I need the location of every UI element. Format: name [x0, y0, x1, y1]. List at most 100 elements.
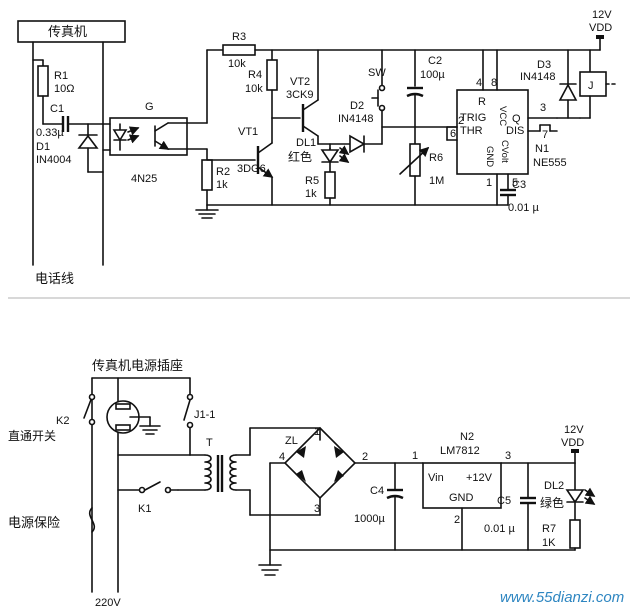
transistor-vt1: VT1 3DG6: [206, 117, 274, 206]
capacitor-c3: C3 0.01 µ: [500, 179, 539, 214]
pin1: 1: [486, 177, 492, 189]
n2-pin2: 2: [454, 514, 460, 526]
potentiometer-r6: R6 1M: [399, 126, 444, 206]
r7-label: R7: [542, 523, 556, 535]
vdd-top-voltage: 12V: [592, 9, 612, 21]
r6-label: R6: [429, 152, 443, 164]
fuse: 电源保险: [8, 507, 96, 533]
c1-label: C1: [50, 103, 64, 115]
c4-value: 1000µ: [354, 513, 385, 525]
fax-machine-box: 传真机: [17, 20, 126, 43]
k2-description: 直通开关: [8, 429, 56, 443]
vin-label: Vin: [428, 472, 444, 484]
diode-d3: D3 IN4148: [520, 49, 581, 119]
timer-ic-n1: 4 8 2 6 1 5 R VCC TRIG THR Q DIS GND CVo…: [446, 49, 567, 206]
resistor-r1: R1 10Ω: [37, 65, 74, 125]
vdd-top-label: VDD: [589, 22, 612, 34]
optocoupler-g: G 4N25: [87, 101, 188, 185]
r3-label: R3: [232, 31, 246, 43]
j1-label: J1-1: [194, 409, 215, 421]
zl-pin3: 3: [314, 503, 320, 515]
r6-value: 1M: [429, 175, 444, 187]
c5-value: 0.01 µ: [484, 523, 515, 535]
k2-label: K2: [56, 415, 69, 427]
r7-value: 1K: [542, 537, 556, 549]
r5-label: R5: [305, 175, 319, 187]
resistor-r3: R3 10k: [222, 31, 256, 70]
d1-value: IN4004: [36, 154, 71, 166]
g-label: G: [145, 101, 154, 113]
ic-thr: THR: [460, 125, 483, 137]
ic-cv: CVolt: [499, 140, 510, 163]
transformer-t: T: [204, 437, 237, 492]
ic-gnd: GND: [484, 146, 495, 167]
power-socket: [106, 400, 161, 435]
c2-label: C2: [428, 55, 442, 67]
relay-contact-j1-1: J1-1: [183, 377, 215, 456]
ground-symbol-bottom: [258, 564, 282, 576]
n2-pin1: 1: [412, 450, 418, 462]
r1-value: 10Ω: [54, 83, 74, 95]
n1-label: N1: [535, 143, 549, 155]
c4-label: C4: [370, 485, 384, 497]
k1-label: K1: [138, 503, 151, 515]
ac-label: 220V: [95, 597, 121, 609]
diode-d2: D2 IN4148: [338, 100, 383, 154]
resistor-r7: R7 1K: [542, 519, 581, 551]
c3-value: 0.01 µ: [508, 202, 539, 214]
r3-value: 10k: [228, 58, 246, 70]
fax-label: 传真机: [48, 25, 87, 40]
pin7: 7: [542, 129, 548, 141]
top-circuit: 传真机 电话线 R1 10Ω C1 0.33µ: [17, 9, 619, 287]
vt1-value: 3DG6: [237, 163, 266, 175]
ic-trig: TRIG: [460, 112, 486, 124]
watermark: www.55dianzi.com: [500, 589, 624, 606]
ic-dis: DIS: [506, 125, 524, 137]
d3-value: IN4148: [520, 71, 555, 83]
capacitor-c2: C2 100µ: [406, 55, 445, 128]
ground-symbol-top: [195, 204, 219, 219]
led-dl1-red: DL1 红色: [288, 137, 350, 173]
pin3: 3: [540, 102, 546, 114]
d1-label: D1: [36, 141, 50, 153]
resistor-r5: R5 1k: [305, 171, 336, 206]
r1-label: R1: [54, 70, 68, 82]
plus12-label: +12V: [466, 472, 493, 484]
n1-value: NE555: [533, 157, 567, 169]
d2-label: D2: [350, 100, 364, 112]
vdd-bottom-label: VDD: [561, 437, 584, 449]
r2-label: R2: [216, 166, 230, 178]
switch-sw: SW: [368, 49, 386, 145]
pin5: 5: [512, 177, 518, 189]
switch-k2: K2 直通开关: [8, 393, 96, 443]
c2-value: 100µ: [420, 69, 445, 81]
capacitor-c1: C1 0.33µ: [36, 103, 89, 139]
zl-label: ZL: [285, 435, 298, 447]
d3-label: D3: [537, 59, 551, 71]
zl-pin1: 1: [314, 426, 320, 438]
resistor-r4: R4 10k: [245, 49, 278, 119]
c3-label: C3: [512, 179, 526, 191]
ic-r: R: [478, 96, 486, 108]
r4-value: 10k: [245, 83, 263, 95]
bottom-circuit: 传真机电源插座 K2 直通开关: [8, 359, 596, 609]
dl1-label: DL1: [296, 137, 316, 149]
fuse-label: 电源保险: [8, 516, 60, 531]
n2-pin3: 3: [505, 450, 511, 462]
phone-line-wires: 电话线: [32, 41, 104, 287]
g-part: 4N25: [131, 173, 157, 185]
pin4: 4: [476, 77, 482, 89]
vdd-bottom-voltage: 12V: [564, 424, 584, 436]
capacitor-c4: C4 1000µ: [354, 462, 404, 551]
vt2-value: 3CK9: [286, 89, 314, 101]
gnd2-label: GND: [449, 492, 474, 504]
c1-value: 0.33µ: [36, 127, 64, 139]
r5-value: 1k: [305, 188, 317, 200]
vt1-label: VT1: [238, 126, 258, 138]
bridge-rectifier-zl: ZL 1 2 3 4: [269, 426, 396, 516]
regulator-n2: Vin +12V GND N2 LM7812 1 3 2: [394, 431, 511, 551]
socket-label: 传真机电源插座: [92, 359, 183, 374]
vdd-top: 12V VDD: [589, 9, 612, 51]
capacitor-c5: C5 0.01 µ: [484, 462, 536, 551]
